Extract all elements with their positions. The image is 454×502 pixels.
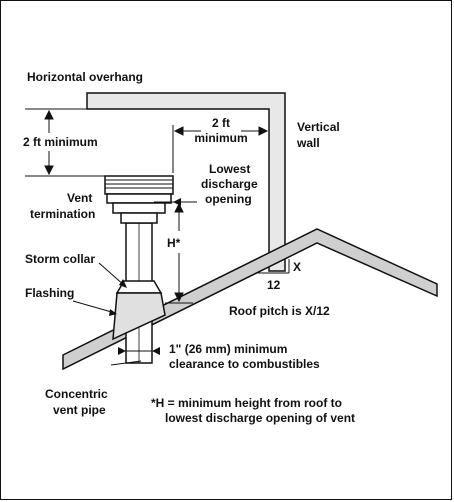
label-clearance-2: clearance to combustibles — [169, 357, 320, 371]
flashing — [112, 292, 166, 341]
label-termination: termination — [30, 207, 95, 221]
label-concentric: Concentric — [45, 387, 108, 401]
label-note-2: lowest discharge opening of vent — [165, 411, 355, 425]
pitch-indicator — [258, 259, 290, 274]
label-roof-pitch: Roof pitch is X/12 — [229, 304, 330, 318]
label-h-star: H* — [167, 236, 181, 250]
label-2ft-bottom: minimum — [194, 131, 247, 145]
pointer-arrowheads — [109, 198, 181, 355]
label-note-1: *H = minimum height from roof to — [151, 396, 342, 410]
label-flashing: Flashing — [25, 286, 74, 300]
label-clearance-1: 1" (26 mm) minimum — [169, 342, 287, 356]
label-wall: wall — [296, 136, 320, 150]
dimension-h — [154, 201, 193, 304]
dimension-2ft-vertical — [25, 108, 105, 177]
label-storm-collar: Storm collar — [25, 252, 95, 266]
label-opening: opening — [205, 192, 252, 206]
dimension-2ft-horizontal — [172, 125, 269, 173]
label-vent-pipe: vent pipe — [53, 403, 106, 417]
roof — [62, 228, 438, 371]
label-horizontal-overhang: Horizontal overhang — [27, 70, 143, 84]
label-vertical: Vertical — [297, 120, 340, 134]
label-pitch-12: 12 — [267, 278, 281, 292]
label-pitch-x: X — [293, 260, 301, 274]
label-2ft-top: 2 ft — [212, 116, 230, 130]
label-discharge: discharge — [201, 177, 258, 191]
vent-termination-cap — [104, 175, 174, 224]
label-2ft-minimum-left: 2 ft minimum — [23, 135, 98, 149]
label-lowest: Lowest — [209, 162, 250, 176]
label-vent: Vent — [67, 191, 92, 205]
